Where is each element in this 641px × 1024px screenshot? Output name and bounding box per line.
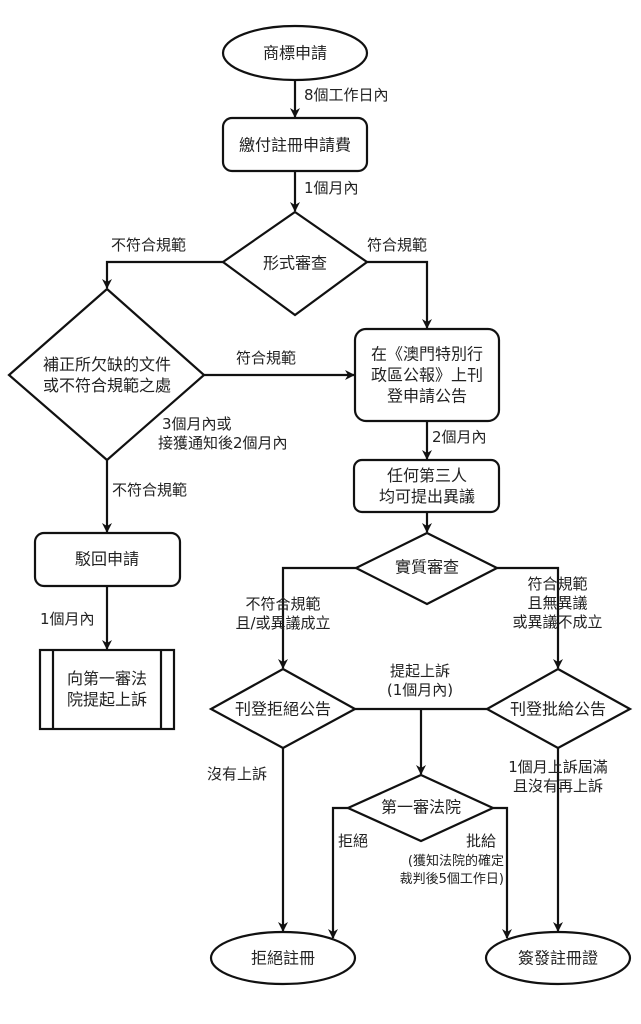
edge-label-appeal-expired: 1個月上訴屆滿 且沒有再上訴: [498, 758, 618, 796]
node-publish-reject-label: 刊登拒絕公告: [234, 699, 332, 719]
edge-label-subst-no-2: 且/或異議成立: [235, 614, 331, 632]
edge-label-court-grant-note-2: 裁判後5個工作日): [399, 872, 504, 887]
node-opposition-line-2: 均可提出異議: [378, 487, 476, 506]
edge-label-court-grant: 批給: [466, 832, 497, 850]
edge-court-grant: [493, 806, 512, 939]
edge-label-appeal-expired-2: 且沒有再上訴: [512, 777, 603, 795]
edge-label-court-grant-note: (獲知法院的確定 裁判後5個工作日): [380, 853, 504, 889]
edge-label-publish-to-opp: 2個月內: [432, 428, 487, 446]
edge-exam-yes: [367, 260, 432, 329]
node-substantive-exam-label: 實質審查: [394, 557, 460, 577]
edge-label-pay-to-exam: 1個月內: [304, 179, 359, 197]
edge-label-subst-yes: 符合規範 且無異議 或異議不成立: [500, 575, 615, 632]
node-issue-cert-label: 簽發註冊證: [517, 948, 599, 968]
node-appeal-court-line-2: 院提起上訴: [66, 690, 148, 709]
node-pay-fee-label: 繳付註冊申請費: [238, 135, 352, 155]
edge-court-refuse: [328, 806, 348, 939]
edge-label-court-refuse: 拒絕: [338, 832, 369, 850]
edge-subst-no: [278, 566, 356, 669]
node-issue-cert: [484, 930, 632, 986]
node-appeal-court-line-1: 向第一審法: [66, 669, 148, 688]
edge-label-rectify-yes: 符合規範: [236, 349, 297, 367]
edge-label-appeal: 提起上訴 (1個月內): [370, 662, 470, 700]
node-refuse-reg-label: 拒絕註冊: [250, 948, 316, 968]
edge-label-subst-yes-3: 或異議不成立: [512, 613, 603, 631]
edge-label-appeal-1: 提起上訴: [389, 662, 450, 680]
edge-label-subst-no-1: 不符合規範: [245, 595, 321, 613]
node-first-court-label: 第一審法院: [380, 797, 462, 817]
node-publish-app-line-1: 在《澳門特別行: [370, 344, 484, 364]
node-opposition-line-1: 任何第三人: [386, 466, 468, 485]
edge-label-no-appeal: 沒有上訴: [207, 765, 268, 783]
edge-label-subst-yes-2: 且無異議: [527, 594, 588, 612]
node-rectify-line-1: 補正所欠缺的文件: [42, 355, 172, 374]
node-rectify-label: 補正所欠缺的文件 或不符合規範之處: [43, 354, 171, 396]
edge-label-court-grant-note-1: (獲知法院的確定: [407, 854, 504, 869]
edge-subst-yes: [497, 566, 563, 669]
edge-exam-no: [102, 260, 223, 289]
node-opposition-label: 任何第三人 均可提出異議: [379, 465, 475, 507]
node-publish-app-line-3: 登申請公告: [386, 386, 468, 406]
edge-label-subst-no: 不符合規範 且/或異議成立: [228, 595, 338, 633]
edge-label-rectify-time-1: 3個月內或: [162, 415, 232, 433]
edge-label-exam-no: 不符合規範: [111, 236, 187, 254]
edge-label-rectify-time-2: 接獲通知後2個月內: [158, 434, 288, 452]
node-first-court: [345, 773, 496, 843]
edge-label-start-to-pay: 8個工作日內: [304, 86, 389, 104]
edge-label-appeal-2: (1個月內): [386, 681, 454, 699]
edge-label-reject-to-appeal: 1個月內: [40, 610, 95, 628]
edge-label-subst-yes-1: 符合規範: [527, 575, 588, 593]
node-appeal-court: [38, 648, 176, 731]
node-publish-grant-label: 刊登批給公告: [509, 699, 607, 719]
edge-label-rectify-time: 3個月內或 接獲通知後2個月內: [158, 415, 288, 453]
node-publish-app-label: 在《澳門特別行 政區公報》上刊 登申請公告: [371, 344, 483, 407]
node-reject-app-label: 駁回申請: [74, 549, 140, 569]
node-publish-app-line-2: 政區公報》上刊: [370, 365, 484, 385]
node-formal-exam: [221, 210, 369, 317]
edge-label-rectify-no: 不符合規範: [112, 481, 188, 499]
node-appeal-court-label: 向第一審法 院提起上訴: [67, 668, 147, 710]
node-rectify-line-2: 或不符合規範之處: [42, 376, 172, 395]
node-formal-exam-label: 形式審查: [262, 253, 328, 273]
node-refuse-reg: [209, 930, 357, 986]
node-substantive-exam: [353, 531, 500, 606]
edge-label-appeal-expired-1: 1個月上訴屆滿: [508, 758, 608, 776]
edge-label-exam-yes: 符合規範: [367, 236, 428, 254]
node-start-label: 商標申請: [262, 43, 328, 63]
